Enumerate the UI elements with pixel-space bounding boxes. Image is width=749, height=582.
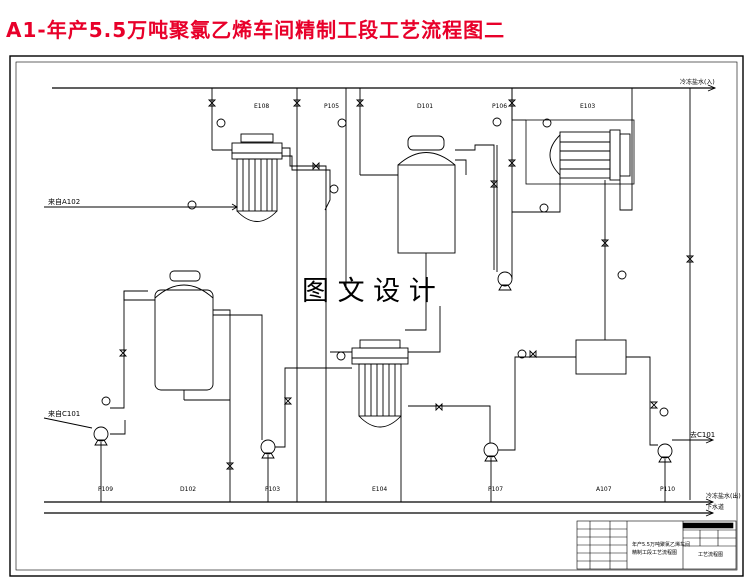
stream-label-drain: 下水道 — [706, 503, 724, 511]
tag-p103: P103 — [265, 486, 280, 493]
title-block-name-1: 年产5.5万吨聚氯乙烯车间 — [632, 541, 690, 548]
condenser-e108 — [231, 133, 283, 222]
stream-label-from-c101: 来自C101 — [48, 409, 80, 418]
stream-label-brine-in: 冷冻盐水(入) — [680, 78, 715, 86]
drain-header — [44, 509, 715, 517]
watermark-text: 图 文 设 计 — [302, 276, 436, 307]
page-title: A1-年产5.5万吨聚氯乙烯车间精制工段工艺流程图二 — [6, 18, 506, 42]
condenser-e103 — [525, 119, 635, 185]
instrument-bubbles — [101, 117, 669, 417]
tag-d102: D102 — [180, 486, 196, 493]
tag-d101: D101 — [417, 103, 433, 110]
tag-p106: P106 — [492, 103, 507, 110]
pump-p109 — [93, 426, 109, 446]
condenser-e104 — [351, 339, 409, 428]
tag-p105: P105 — [324, 103, 339, 110]
tag-p109: P109 — [98, 486, 113, 493]
title-block-sheet: 工艺流程图 — [698, 551, 723, 558]
brine-return-header — [44, 498, 715, 506]
pump-p106 — [497, 271, 513, 291]
vessel-a107 — [575, 339, 627, 375]
tag-a107: A107 — [596, 486, 612, 493]
tank-d102 — [154, 270, 214, 400]
tag-e104: E104 — [372, 486, 387, 493]
tag-p107: P107 — [488, 486, 503, 493]
drawing-inner-border — [15, 61, 738, 571]
stream-label-brine-out: 冷冻盐水(出) — [706, 492, 741, 500]
title-block-name-2: 精制工段工艺流程图 — [632, 549, 677, 556]
equipment-tags: E108 P105 D101 P106 E103 P109 D102 P103 … — [48, 78, 741, 511]
stream-label-to-c101: 去C101 — [690, 430, 715, 439]
branch-valves — [118, 99, 695, 470]
tank-d101 — [397, 135, 456, 262]
drawing-border — [9, 55, 744, 577]
title-block: 年产5.5万吨聚氯乙烯车间 精制工段工艺流程图 工艺流程图 — [576, 520, 737, 570]
stream-label-from-a102: 来自A102 — [48, 197, 80, 206]
tag-e103: E103 — [580, 103, 595, 110]
tag-p110: P110 — [660, 486, 675, 493]
process-piping — [43, 88, 715, 502]
brine-supply-header — [52, 84, 717, 92]
tag-e108: E108 — [254, 103, 269, 110]
header-branches — [211, 88, 691, 502]
pump-p110 — [657, 443, 673, 463]
